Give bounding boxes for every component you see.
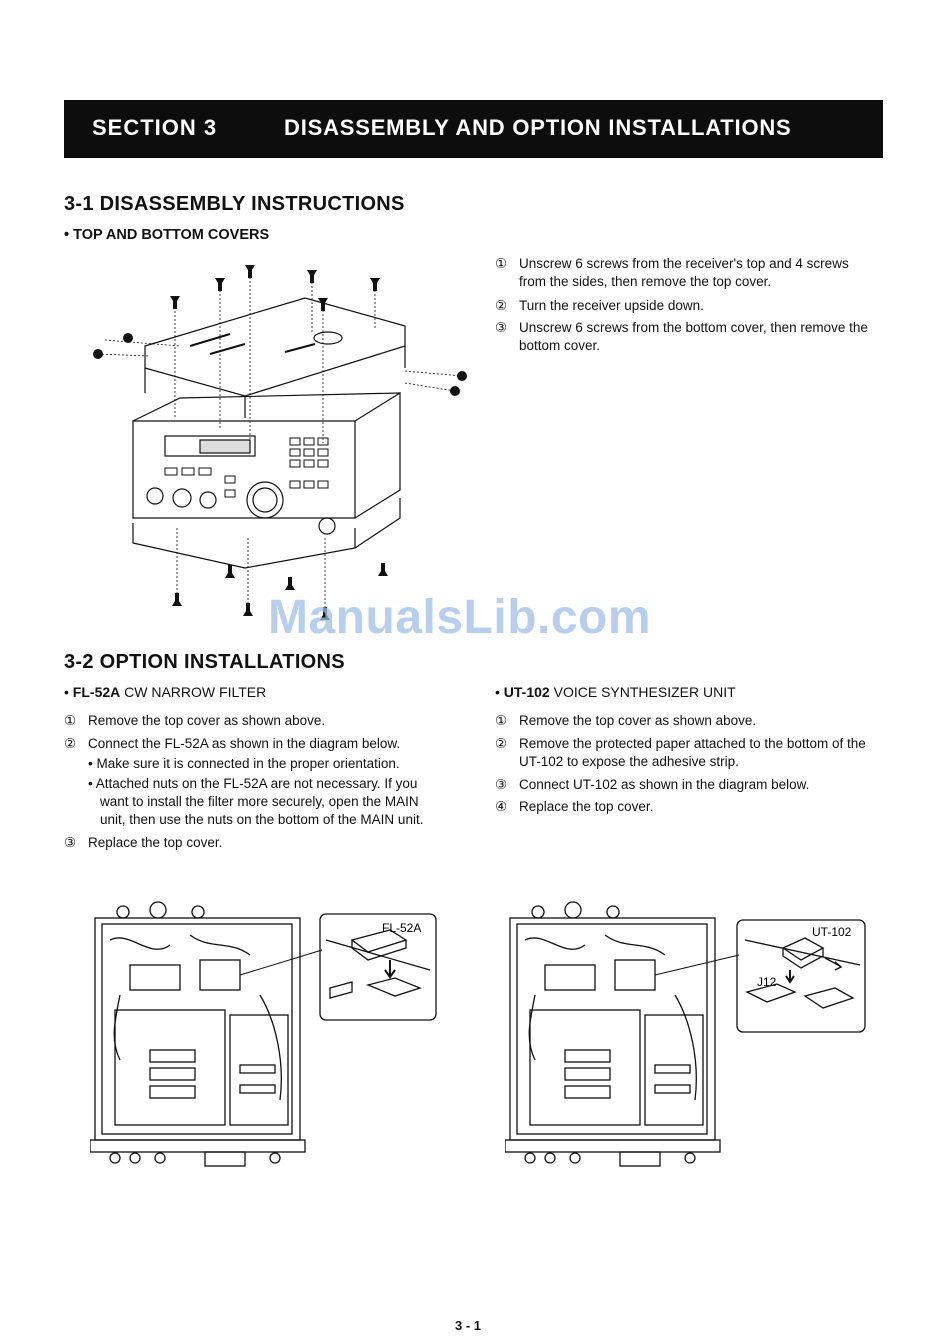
receiver-disassembly-illustration [93,265,467,620]
section-title: DISASSEMBLY AND OPTION INSTALLATIONS [284,115,792,140]
ut102-installation-diagram: UT-102 J12 [505,901,866,1167]
fl52a-bullet-orientation: • Make sure it is connected in the prope… [88,756,400,771]
j12-label: J12 [757,975,777,989]
subheading-ut102: • UT-102 VOICE SYNTHESIZER UNIT [495,684,736,700]
fl52a-installation-diagram: FL-52A [90,901,437,1167]
page-number: 3 - 1 [455,1318,482,1333]
heading-option-installations: 3-2 OPTION INSTALLATIONS [64,651,345,673]
watermark: ManualsLib.com [268,591,652,644]
subheading-covers: • TOP AND BOTTOM COVERS [64,227,270,243]
section-header: SECTION 3 DISASSEMBLY AND OPTION INSTALL… [64,100,883,158]
fl52a-bullet-nuts: • Attached nuts on the FL-52A are not ne… [88,776,424,827]
fl52a-diagram-label: FL-52A [382,921,421,935]
subheading-fl52a: • FL-52A CW NARROW FILTER [64,684,267,700]
heading-disassembly: 3-1 DISASSEMBLY INSTRUCTIONS [64,193,405,215]
section-number: SECTION 3 [92,115,218,140]
ut102-diagram-label: UT-102 [812,925,852,939]
